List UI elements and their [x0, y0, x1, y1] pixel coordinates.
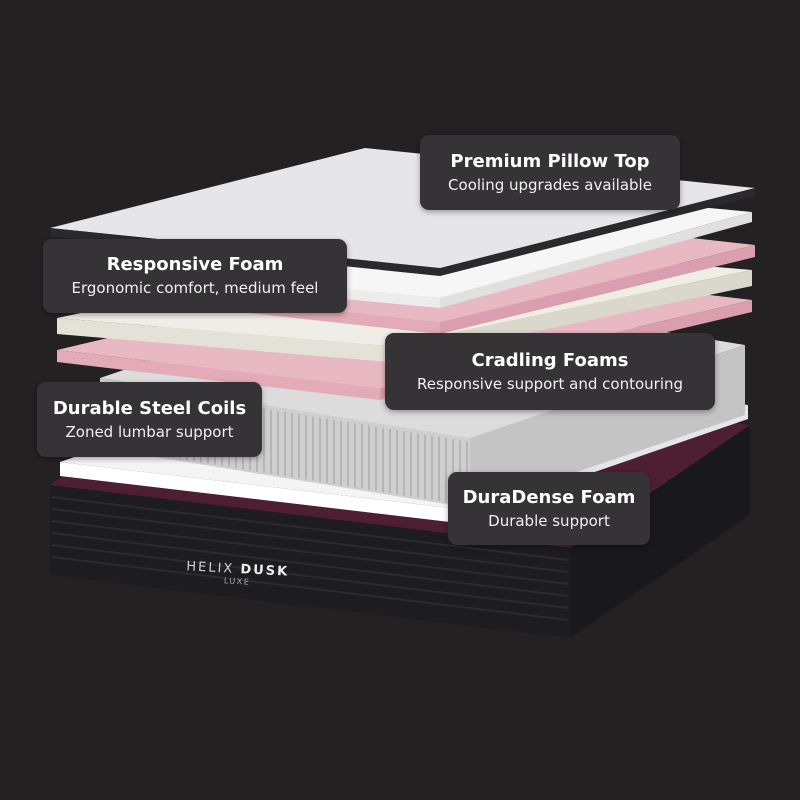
base-stripe: [51, 508, 569, 573]
responsive-foam-layer-side: [440, 212, 752, 308]
base-stripe: [51, 532, 569, 597]
pink-foam-upper-side: [440, 245, 755, 334]
label-duradense-foam: DuraDense Foam Durable support: [448, 472, 650, 545]
base-stripe: [51, 556, 569, 621]
label-subtitle: Durable support: [488, 511, 610, 530]
label-premium-pillow-top: Premium Pillow Top Cooling upgrades avai…: [420, 135, 680, 210]
duradense-foam-layer-front: [60, 462, 450, 522]
label-subtitle: Responsive support and contouring: [416, 374, 684, 393]
base-stripe: [51, 496, 569, 561]
label-title: DuraDense Foam: [462, 486, 636, 508]
label-title: Responsive Foam: [106, 254, 284, 275]
label-subtitle: Zoned lumbar support: [65, 422, 234, 441]
label-title: Premium Pillow Top: [450, 150, 650, 172]
label-durable-steel-coils: Durable Steel Coils Zoned lumbar support: [37, 382, 262, 457]
base-layer-front: [50, 485, 570, 638]
label-title: Durable Steel Coils: [52, 397, 247, 419]
label-responsive-foam: Responsive Foam Ergonomic comfort, mediu…: [43, 239, 347, 313]
label-cradling-foams: Cradling Foams Responsive support and co…: [385, 333, 715, 410]
label-subtitle: Cooling upgrades available: [448, 175, 652, 194]
label-title: Cradling Foams: [471, 349, 629, 371]
pillow-top-layer-side: [440, 188, 755, 276]
pink-foam-lower-front: [57, 350, 380, 400]
label-subtitle: Ergonomic comfort, medium feel: [71, 279, 319, 297]
base-stripe: [51, 520, 569, 585]
brand-name-light: HELIX: [185, 559, 235, 577]
base-layer-side: [570, 425, 750, 638]
base-stripe: [51, 544, 569, 609]
beige-foam-front: [57, 318, 390, 362]
